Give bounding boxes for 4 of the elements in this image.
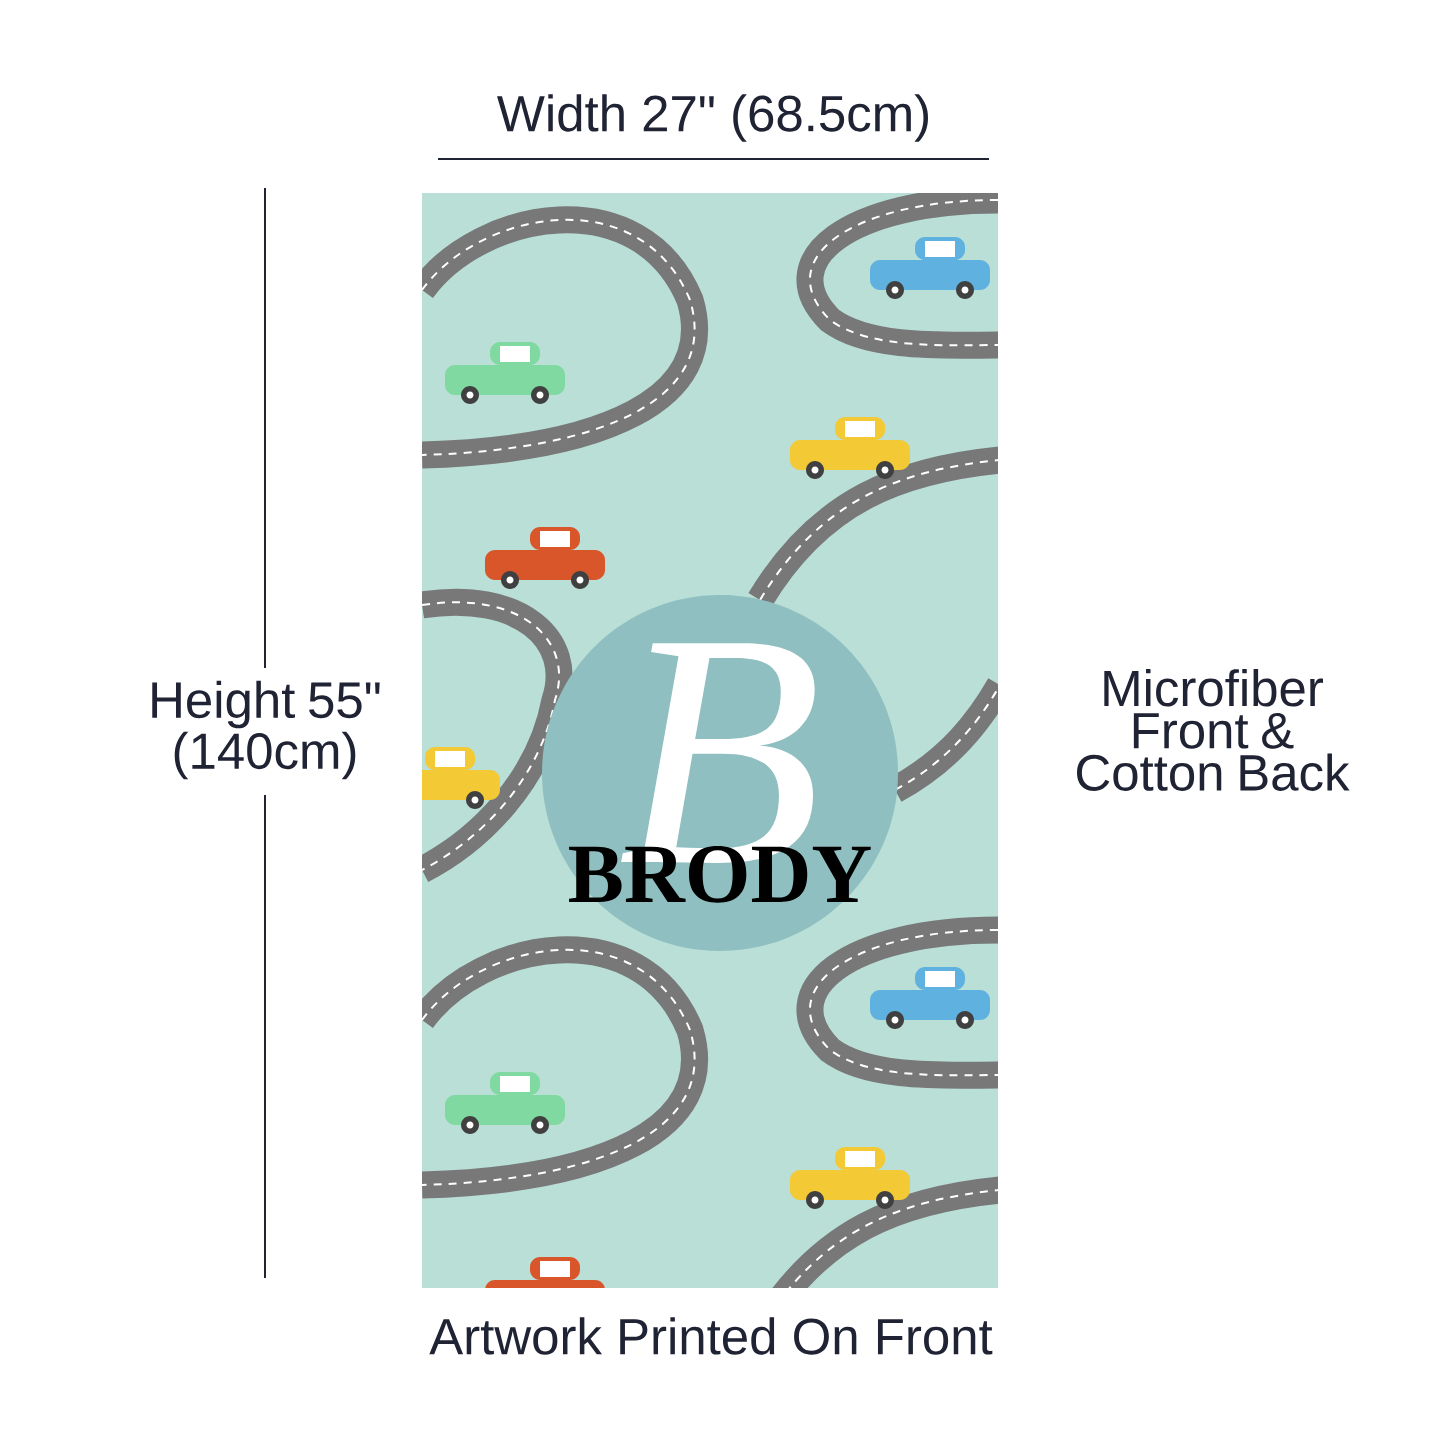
caption-text: Artwork Printed On Front bbox=[429, 1317, 993, 1355]
dimension-label: Height 55" (140cm) bbox=[152, 680, 380, 780]
dimension-label: Width 27" (68.5cm) bbox=[497, 94, 928, 142]
material-note: Microfiber Front & Cotton Back bbox=[1077, 669, 1350, 791]
